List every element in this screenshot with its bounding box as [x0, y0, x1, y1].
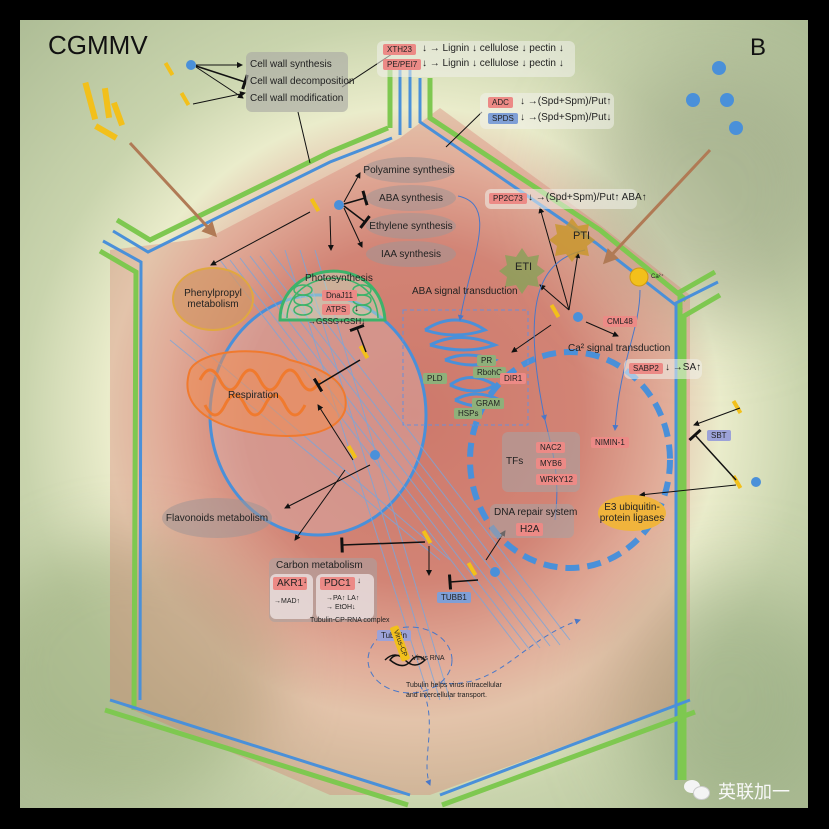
atps-arrow: ↓: [354, 303, 359, 314]
akr1-arrow: ↓: [303, 576, 307, 585]
pdc1-arrow: ↓: [357, 576, 361, 585]
gene-cml48: CML48: [603, 316, 637, 327]
carbon-metabolism-label: Carbon metabolism: [276, 560, 363, 571]
er-region: [402, 309, 529, 426]
pdc1-effect2: → EtOH↓: [326, 604, 356, 611]
virus-cellwall-mod: [179, 91, 191, 107]
endoplasmic-reticulum: [424, 318, 504, 408]
gene-akr1: AKR1: [273, 577, 308, 590]
photosynthesis-label: Photosynthesis: [305, 273, 373, 284]
tubulin-note-2: and intercellular transport.: [406, 692, 487, 699]
figure-frame: CGMMV B Cell wall synthesis Cell wall de…: [20, 20, 808, 808]
virus-entry-arrow: [128, 141, 218, 238]
spds-effect: ↓ →(Spd+Spm)/Put↓: [520, 112, 612, 123]
effector-dots: [686, 61, 743, 135]
tfs-label: TFs: [506, 456, 524, 467]
gene-nimin1: NIMIN-1: [591, 437, 629, 448]
pti-star: [549, 218, 595, 262]
gene-nac2: NAC2: [536, 442, 566, 453]
cell-wall-synthesis: Cell wall synthesis: [250, 59, 332, 70]
cell-wall-box: [246, 52, 348, 112]
respiration-label: Respiration: [228, 390, 279, 401]
tubulin-complex-region: [367, 626, 453, 694]
flavonoids-metabolism: Flavonoids metabolism: [162, 498, 272, 538]
calcium-ion: [629, 267, 649, 287]
gene-gram: GRAM: [472, 398, 504, 409]
xth23-effect: ↓ → Lignin ↓ cellulose ↓ pectin ↓: [422, 43, 564, 54]
dna-repair-label: DNA repair system: [494, 507, 578, 518]
aba-signal-label: ABA signal transduction: [412, 286, 518, 297]
gene-tubb1: TUBB1: [437, 592, 471, 603]
e3-ubiquitin-ligases: E3 ubiquitin-protein ligases: [598, 495, 666, 531]
gene-myb6: MYB6: [536, 458, 566, 469]
cell-wall-decomposition: Cell wall decomposition: [250, 76, 355, 87]
polyamine-synthesis: Polyamine synthesis: [363, 157, 455, 183]
iaa-synthesis: IAA synthesis: [366, 241, 456, 267]
panel-label: B: [750, 34, 767, 61]
virus-carbon: [421, 529, 433, 545]
virus-particles: [82, 81, 125, 141]
gene-spds: SPDS: [488, 113, 518, 124]
background-blur: [620, 580, 808, 808]
virus-mito: [358, 344, 370, 360]
virus-complex-e3: [731, 474, 761, 490]
gene-pe-pei7: PE/PEI7: [383, 59, 422, 70]
eti-label: ETI: [515, 261, 533, 273]
cell-diagram: [82, 53, 761, 808]
wechat-icon: [684, 780, 710, 800]
gene-pr: PR: [477, 355, 497, 366]
gene-sbt: SBT: [707, 430, 731, 441]
pdc1-effect1: →PA↑ LA↑: [326, 595, 360, 602]
virus-entry-arrow: [602, 148, 712, 265]
calcium-label: Ca²⁺: [651, 274, 664, 280]
tubulin-note-1: Tubulin helps virus intracellular: [406, 682, 502, 689]
pe-pei7-effect: ↓ → Lignin ↓ cellulose ↓ pectin ↓: [422, 58, 564, 69]
gene-wrky12: WRKY12: [536, 474, 577, 485]
akr1-effect: →MAD↑: [274, 598, 301, 605]
gene-adc: ADC: [488, 97, 513, 108]
gene-pp2c73: PP2C73: [489, 193, 527, 204]
sabp2-effect: ↓ →SA↑: [665, 362, 702, 373]
gene-pdc1: PDC1: [320, 577, 355, 590]
gene-atps: ATPS: [322, 304, 351, 315]
tubulin-complex-label: Tubulin-CP-RNA complex: [310, 617, 390, 624]
gene-xth23: XTH23: [383, 44, 416, 55]
virus-sbt: [731, 399, 743, 415]
cell-wall-modification: Cell wall modification: [250, 93, 344, 104]
background-blur: [20, 540, 280, 800]
nucleus-dashed: [467, 349, 673, 571]
virus-complex-tubb1: [466, 561, 500, 577]
pti-label: PTI: [573, 230, 591, 242]
virus-complex-center: [549, 303, 583, 322]
eti-star: [499, 248, 545, 294]
watermark-text: 英联加一: [718, 782, 790, 802]
gene-hsps: HSPs: [454, 408, 483, 419]
gene-dir1: DIR1: [500, 373, 527, 384]
gene-sabp2: SABP2: [629, 363, 663, 374]
photosynthesis-effect: →GSSG+GSH↓: [308, 317, 366, 326]
pp2c73-effect: ↓ →(Spd+Spm)/Put↑ ABA↑: [528, 192, 647, 203]
ethylene-synthesis: Ethylene synthesis: [366, 213, 456, 239]
gene-rbohc: RbohC: [473, 367, 506, 378]
virus-rna-label: Virus RNA: [412, 655, 445, 662]
phenylpropyl-metabolism: Phenylpropyl metabolism: [172, 267, 254, 331]
gene-h2a: H2A: [516, 523, 544, 536]
virus-complex-hormone: [309, 197, 344, 213]
calcium-signal-label: Ca² signal transduction: [568, 343, 671, 354]
adc-effect: ↓ →(Spd+Spm)/Put↑: [520, 96, 612, 107]
figure-title: CGMMV: [48, 30, 148, 60]
mitochondrion: [186, 350, 347, 437]
gene-dnaj11: DnaJ11: [322, 290, 357, 301]
virus-complex-cellwall: [163, 60, 196, 77]
aba-synthesis: ABA synthesis: [366, 185, 456, 211]
gene-pld: PLD: [423, 373, 447, 384]
virus-complex-nucleus: [346, 444, 380, 460]
